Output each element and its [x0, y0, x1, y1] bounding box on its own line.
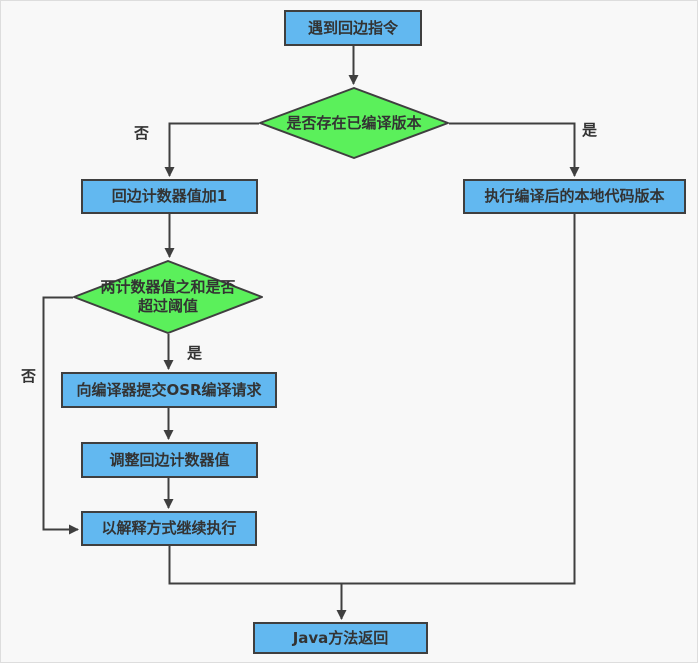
node-decision-compiled-label: 是否存在已编译版本 [286, 113, 422, 132]
node-exec-native-label: 执行编译后的本地代码版本 [484, 187, 665, 206]
threshold-label-line2: 超过阈值 [137, 297, 198, 315]
diamond-shape [259, 87, 449, 159]
edge-decision1-yes [449, 122, 580, 177]
edge-decision2-no-loop [42, 296, 79, 535]
edge-merge-to-return [168, 546, 347, 620]
node-java-return-label: Java方法返回 [292, 628, 389, 647]
node-start-label: 遇到回边指令 [307, 18, 398, 37]
diamond-shape [73, 260, 263, 334]
node-start: 遇到回边指令 [284, 10, 422, 46]
node-submit-osr-label: 向编译器提交OSR编译请求 [76, 380, 262, 399]
node-submit-osr: 向编译器提交OSR编译请求 [61, 372, 277, 408]
node-adjust-counter-label: 调整回边计数器值 [109, 450, 230, 469]
node-continue-interpret-label: 以解释方式继续执行 [101, 519, 237, 538]
node-counter-inc-label: 回边计数器值加1 [111, 187, 228, 206]
node-decision-compiled: 是否存在已编译版本 [259, 87, 449, 159]
node-decision-threshold-label: 两计数器值之和是否 超过阈值 [100, 278, 235, 316]
node-counter-inc: 回边计数器值加1 [81, 179, 258, 214]
node-exec-native: 执行编译后的本地代码版本 [463, 179, 686, 214]
edge-label-no-loop: 否 [21, 367, 37, 385]
edge-execnative-down [342, 214, 576, 585]
edge-label-yes-right: 是 [582, 121, 598, 139]
edge-label-yes-down: 是 [187, 344, 203, 362]
node-continue-interpret: 以解释方式继续执行 [81, 511, 257, 546]
threshold-label-line1: 两计数器值之和是否 [100, 278, 236, 297]
edge-decision1-no [164, 122, 259, 177]
node-decision-threshold: 两计数器值之和是否 超过阈值 [73, 260, 263, 334]
edge-label-no-left: 否 [134, 124, 150, 142]
node-java-return: Java方法返回 [253, 622, 428, 654]
node-adjust-counter: 调整回边计数器值 [81, 442, 258, 478]
